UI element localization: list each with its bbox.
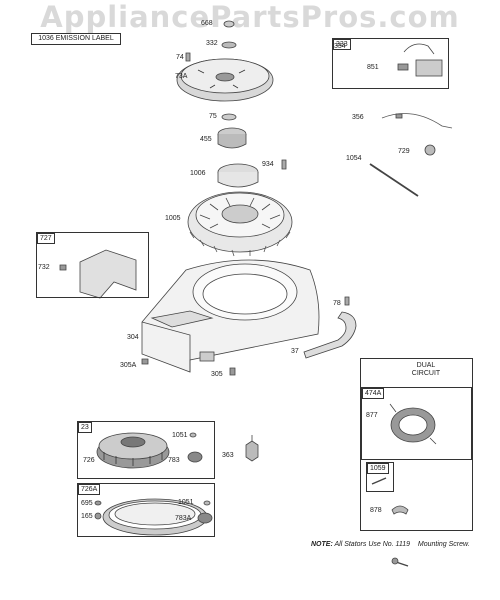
callout-1051-b: 1051 <box>178 499 194 506</box>
box-727-tag: 727 <box>37 233 55 244</box>
callout-75: 75 <box>209 113 217 120</box>
callout-73A: 73A <box>175 73 188 80</box>
callout-1054: 1054 <box>346 155 362 162</box>
callout-37: 37 <box>291 348 299 355</box>
part-455 <box>217 127 247 149</box>
callout-305: 305 <box>211 371 223 378</box>
part-332 <box>221 41 237 49</box>
callout-877: 877 <box>366 412 378 419</box>
part-78 <box>344 296 350 306</box>
callout-78: 78 <box>333 300 341 307</box>
callout-304: 304 <box>127 334 139 341</box>
part-165 <box>94 512 102 520</box>
part-304 <box>141 259 320 373</box>
box-dual-circuit <box>360 358 473 531</box>
callout-1051-a: 1051 <box>172 432 188 439</box>
part-1051-b <box>203 500 211 506</box>
callout-783A: 783A <box>175 515 192 522</box>
box-333-tag: 333 <box>333 39 351 50</box>
box-474A-tag: 474A <box>362 388 385 399</box>
note-suffix: Mounting Screw. <box>417 541 470 548</box>
part-363 <box>245 435 259 462</box>
box-23-tag: 23 <box>78 422 92 433</box>
callout-934: 934 <box>262 161 274 168</box>
note-prefix: NOTE: <box>311 541 333 548</box>
part-1005 <box>187 191 293 257</box>
callout-356: 356 <box>352 114 364 121</box>
box-726A <box>77 483 215 537</box>
callout-695: 695 <box>81 500 93 507</box>
part-356 <box>381 113 453 129</box>
part-878 <box>391 505 409 515</box>
part-1006 <box>217 163 259 188</box>
part-37 <box>303 311 357 359</box>
stator-note: NOTE: All Stators Use No. 1119 Mounting … <box>311 541 470 548</box>
box-474A <box>361 387 472 460</box>
callout-732: 732 <box>38 264 50 271</box>
callout-455: 455 <box>200 136 212 143</box>
dual-circuit-title: DUAL CIRCUIT <box>411 362 441 377</box>
callout-783: 783 <box>168 457 180 464</box>
part-1051-a <box>189 432 197 438</box>
callout-729: 729 <box>398 148 410 155</box>
callout-165: 165 <box>81 513 93 520</box>
box-727 <box>36 232 149 298</box>
part-729 <box>424 144 436 156</box>
watermark: AppliancePartsPros.com <box>40 0 460 34</box>
callout-1006: 1006 <box>190 170 206 177</box>
callout-334: 334 <box>334 43 346 50</box>
box-23 <box>77 421 215 479</box>
part-934 <box>281 159 287 170</box>
part-75 <box>221 113 237 121</box>
box-1059-tag: 1059 <box>367 463 389 474</box>
note-text: All Stators Use No. 1119 <box>334 541 411 548</box>
part-1054 <box>369 163 419 197</box>
part-726A <box>102 498 208 536</box>
part-305 <box>229 367 236 376</box>
part-74 <box>185 52 191 62</box>
callout-726: 726 <box>83 457 95 464</box>
part-783A <box>197 512 213 524</box>
callout-668: 668 <box>201 20 213 27</box>
part-695 <box>94 500 102 506</box>
box-1059 <box>366 462 394 492</box>
box-726A-tag: 726A <box>78 484 101 495</box>
emission-label-box: 1036 EMISSION LABEL <box>31 33 121 45</box>
callout-332: 332 <box>206 40 218 47</box>
part-727 <box>59 249 137 299</box>
part-73A <box>176 58 274 102</box>
callout-74: 74 <box>176 54 184 61</box>
part-668 <box>223 20 235 28</box>
callout-1005: 1005 <box>165 215 181 222</box>
part-877 <box>389 403 437 445</box>
callout-878: 878 <box>370 507 382 514</box>
callout-851: 851 <box>367 64 379 71</box>
callout-363: 363 <box>222 452 234 459</box>
part-783 <box>187 451 203 463</box>
part-305A <box>141 358 149 365</box>
part-851 <box>397 43 443 77</box>
box-333 <box>332 38 449 89</box>
callout-305A: 305A <box>120 362 137 369</box>
part-1059 <box>371 477 387 485</box>
part-1119-screw <box>391 557 409 567</box>
part-726 <box>96 432 170 469</box>
